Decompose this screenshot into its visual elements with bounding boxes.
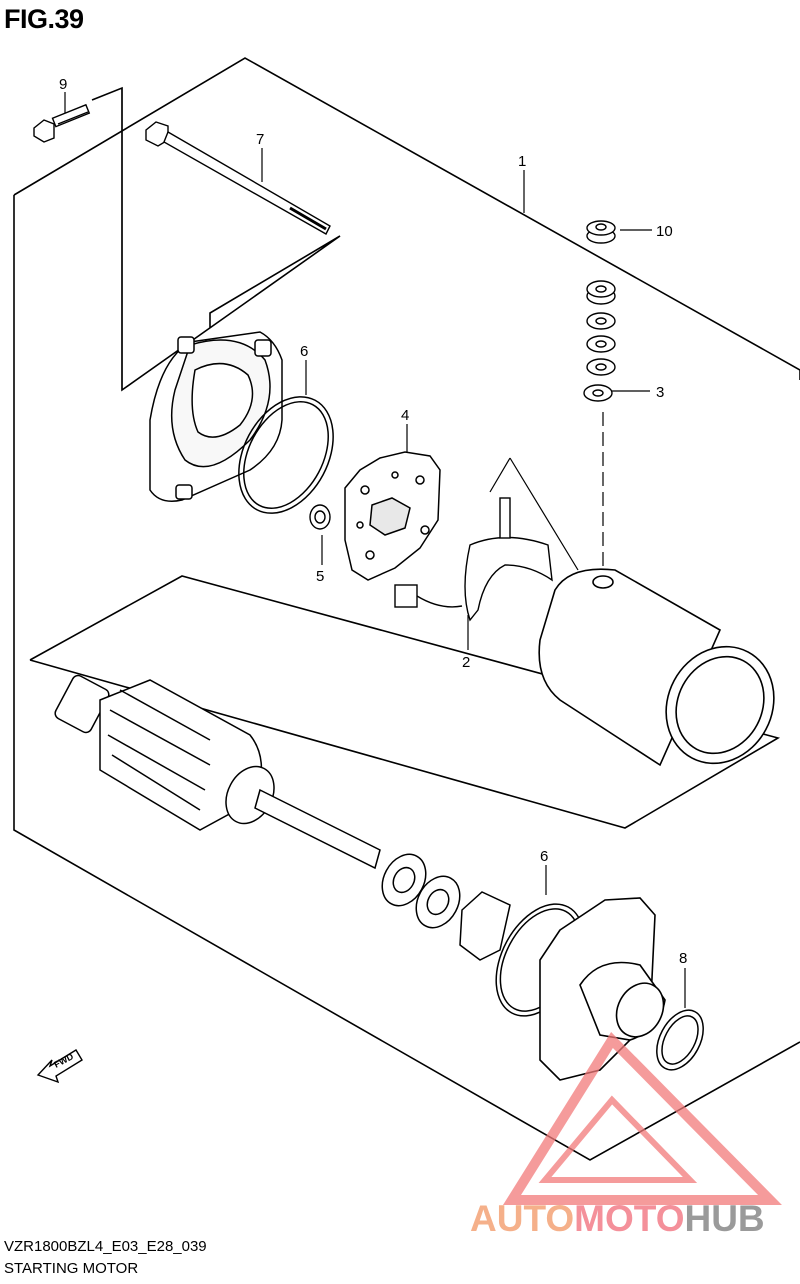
nut-10 <box>586 220 616 244</box>
figure-title: FIG.39 <box>4 4 84 34</box>
assembly-outline <box>13 57 800 1161</box>
callout-7: 7 <box>256 131 264 148</box>
watermark-logo <box>502 1031 782 1205</box>
bolt-9 <box>33 103 91 143</box>
callout-6-lower: 6 <box>540 848 548 865</box>
through-bolt-7 <box>145 121 331 235</box>
yoke <box>538 568 775 767</box>
watermark-text: AUTOMOTOHUB <box>470 1198 765 1240</box>
watermark-hub: HUB <box>684 1198 765 1239</box>
front-housing <box>539 897 666 1081</box>
brush-2 <box>394 497 553 622</box>
callout-9: 9 <box>59 76 67 93</box>
leader-lines <box>64 88 686 1008</box>
brush-plate-4 <box>344 451 441 581</box>
ring-8 <box>656 1009 704 1071</box>
callout-3: 3 <box>656 384 664 401</box>
washer-stack-3 <box>583 280 616 402</box>
callout-10: 10 <box>656 223 673 240</box>
watermark-auto: AUTO <box>470 1198 575 1239</box>
callout-2: 2 <box>462 654 470 671</box>
bolt-bracket <box>91 86 341 392</box>
callouts: 9 7 1 10 3 6 4 5 2 6 8 <box>59 76 687 967</box>
fwd-arrow-icon: FWD <box>36 1049 83 1084</box>
diagram-caption: STARTING MOTOR <box>4 1260 139 1277</box>
callout-5: 5 <box>316 568 324 585</box>
armature <box>54 674 381 870</box>
model-code: VZR1800BZL4_E03_E28_039 <box>4 1238 207 1255</box>
callout-8: 8 <box>679 950 687 967</box>
callout-6-upper: 6 <box>300 343 308 360</box>
yoke-outline <box>29 575 781 829</box>
callout-4: 4 <box>401 407 409 424</box>
o-ring-6-upper <box>238 396 334 514</box>
callout-1: 1 <box>518 153 526 170</box>
bearing-5 <box>309 504 331 530</box>
end-cover-rear <box>149 331 283 502</box>
watermark-moto: MOTO <box>574 1198 685 1239</box>
shim-front <box>381 853 511 961</box>
